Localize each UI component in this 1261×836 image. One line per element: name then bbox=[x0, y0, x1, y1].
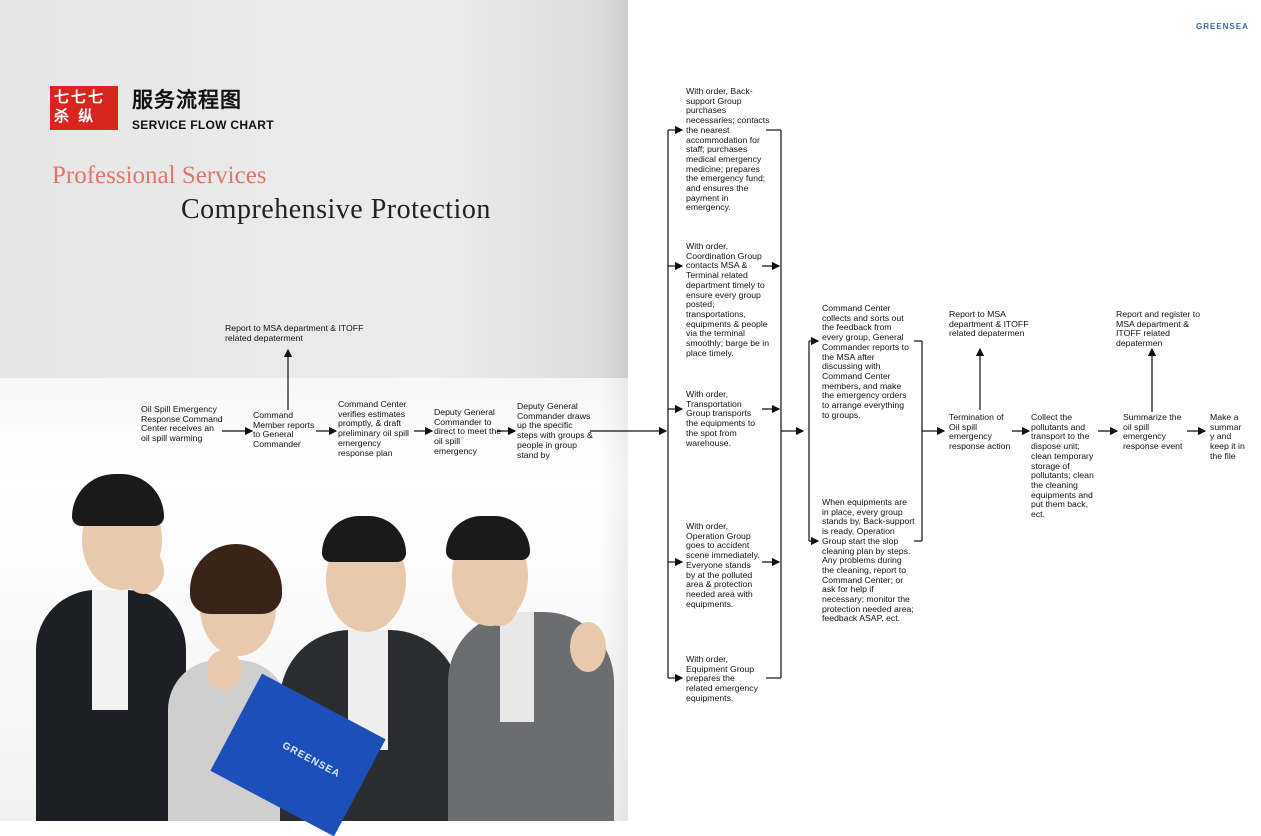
brand-logo: GREENSEA bbox=[1196, 22, 1249, 31]
node-termination: Termination of Oil spill emergency respo… bbox=[949, 412, 1011, 452]
node-cc-collect: Command Center collects and sorts out th… bbox=[822, 303, 909, 420]
company-logo: 七七七 杀 纵 bbox=[50, 86, 118, 130]
node-equipment-group: With order, Equipment Group prepares the… bbox=[686, 654, 758, 703]
node-command-member: Command Member reports to General Comman… bbox=[253, 410, 315, 450]
node-deputy-steps: Deputy General Commander draws up the sp… bbox=[517, 401, 593, 460]
node-collect-pollutants: Collect the pollutants and transport to … bbox=[1031, 412, 1094, 520]
title-chinese: 服务流程图 bbox=[132, 89, 242, 112]
tagline-professional: Professional Services bbox=[52, 162, 267, 189]
node-make-summary: Make a summar y and keep it in the file bbox=[1210, 412, 1245, 461]
tagline-comprehensive: Comprehensive Protection bbox=[181, 194, 491, 225]
node-coordination-group: With order, Coordination Group contacts … bbox=[686, 241, 770, 358]
logo-glyphs: 七七七 杀 纵 bbox=[54, 88, 106, 125]
node-verify-estimate: Command Center verifies estimates prompt… bbox=[338, 399, 409, 458]
node-deputy-direct: Deputy General Commander to direct to me… bbox=[434, 407, 502, 456]
node-report-msa-2: Report to MSA department & ITOFF related… bbox=[949, 309, 1029, 339]
node-when-equipments: When equipments are in place, every grou… bbox=[822, 497, 915, 624]
node-report-register: Report and register to MSA department & … bbox=[1116, 309, 1201, 349]
node-back-support-group: With order, Back-support Group purchases… bbox=[686, 86, 770, 213]
node-report-msa-1: Report to MSA department & ITOFF related… bbox=[225, 323, 364, 343]
node-oil-spill-warning: Oil Spill Emergency Response Command Cen… bbox=[141, 404, 223, 444]
left-page-light-band bbox=[0, 378, 628, 478]
node-summarize: Summarize the oil spill emergency respon… bbox=[1123, 412, 1183, 452]
title-english: SERVICE FLOW CHART bbox=[132, 118, 274, 132]
node-transportation-group: With order, Transportation Group transpo… bbox=[686, 389, 756, 448]
node-operation-group: With order, Operation Group goes to acci… bbox=[686, 521, 760, 609]
